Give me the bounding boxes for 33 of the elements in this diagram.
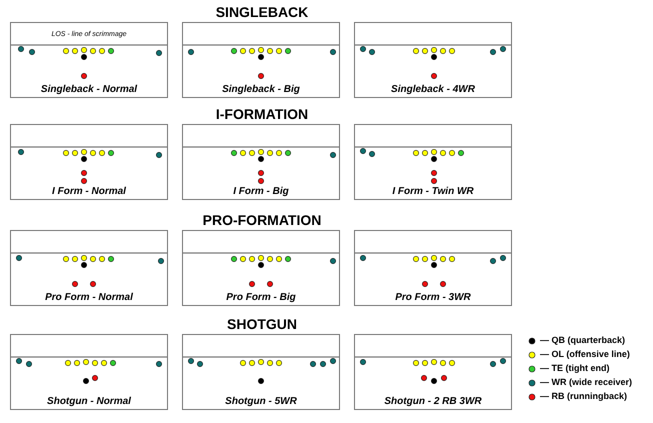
legend-text: — TE (tight end)	[540, 363, 610, 373]
field-panel	[10, 22, 168, 98]
section-heading: PRO-FORMATION	[202, 212, 322, 228]
formation-name: Pro Form - 3WR	[395, 292, 471, 304]
legend-text: — OL (offensive line)	[540, 349, 630, 359]
field-panel	[182, 334, 340, 410]
field-panel	[182, 22, 340, 98]
legend-text: — WR (wide receiver)	[540, 377, 632, 387]
formation-name: Singleback - Big	[222, 84, 300, 96]
field-panel	[10, 334, 168, 410]
field-panel	[354, 22, 512, 98]
legend-text: — QB (quarterback)	[540, 335, 626, 345]
formation-name: Singleback - Normal	[40, 84, 138, 96]
formation-name: Shotgun - Normal	[47, 396, 131, 408]
formation-name: I Form - Big	[233, 186, 289, 198]
formation-name: Shotgun - 2 RB 3WR	[384, 396, 482, 408]
legend-text: — RB (runningback)	[540, 391, 627, 401]
section-heading: SINGLEBACK	[214, 4, 310, 20]
formation-name: Shotgun - 5WR	[225, 396, 297, 408]
formation-name: I Form - Normal	[52, 186, 126, 198]
section-heading: SHOTGUN	[226, 316, 298, 332]
field-panel	[354, 230, 512, 306]
formation-name: Pro Form - Big	[226, 292, 296, 304]
field-panel	[354, 334, 512, 410]
field-panel	[354, 124, 512, 200]
formation-name: Pro Form - Normal	[45, 292, 133, 304]
field-panel	[10, 124, 168, 200]
section-heading: I-FORMATION	[214, 106, 310, 122]
field-panel	[182, 124, 340, 200]
formation-name: Singleback - 4WR	[391, 84, 475, 96]
field-panel	[10, 230, 168, 306]
field-panel	[182, 230, 340, 306]
formation-name: I Form - Twin WR	[392, 186, 474, 198]
